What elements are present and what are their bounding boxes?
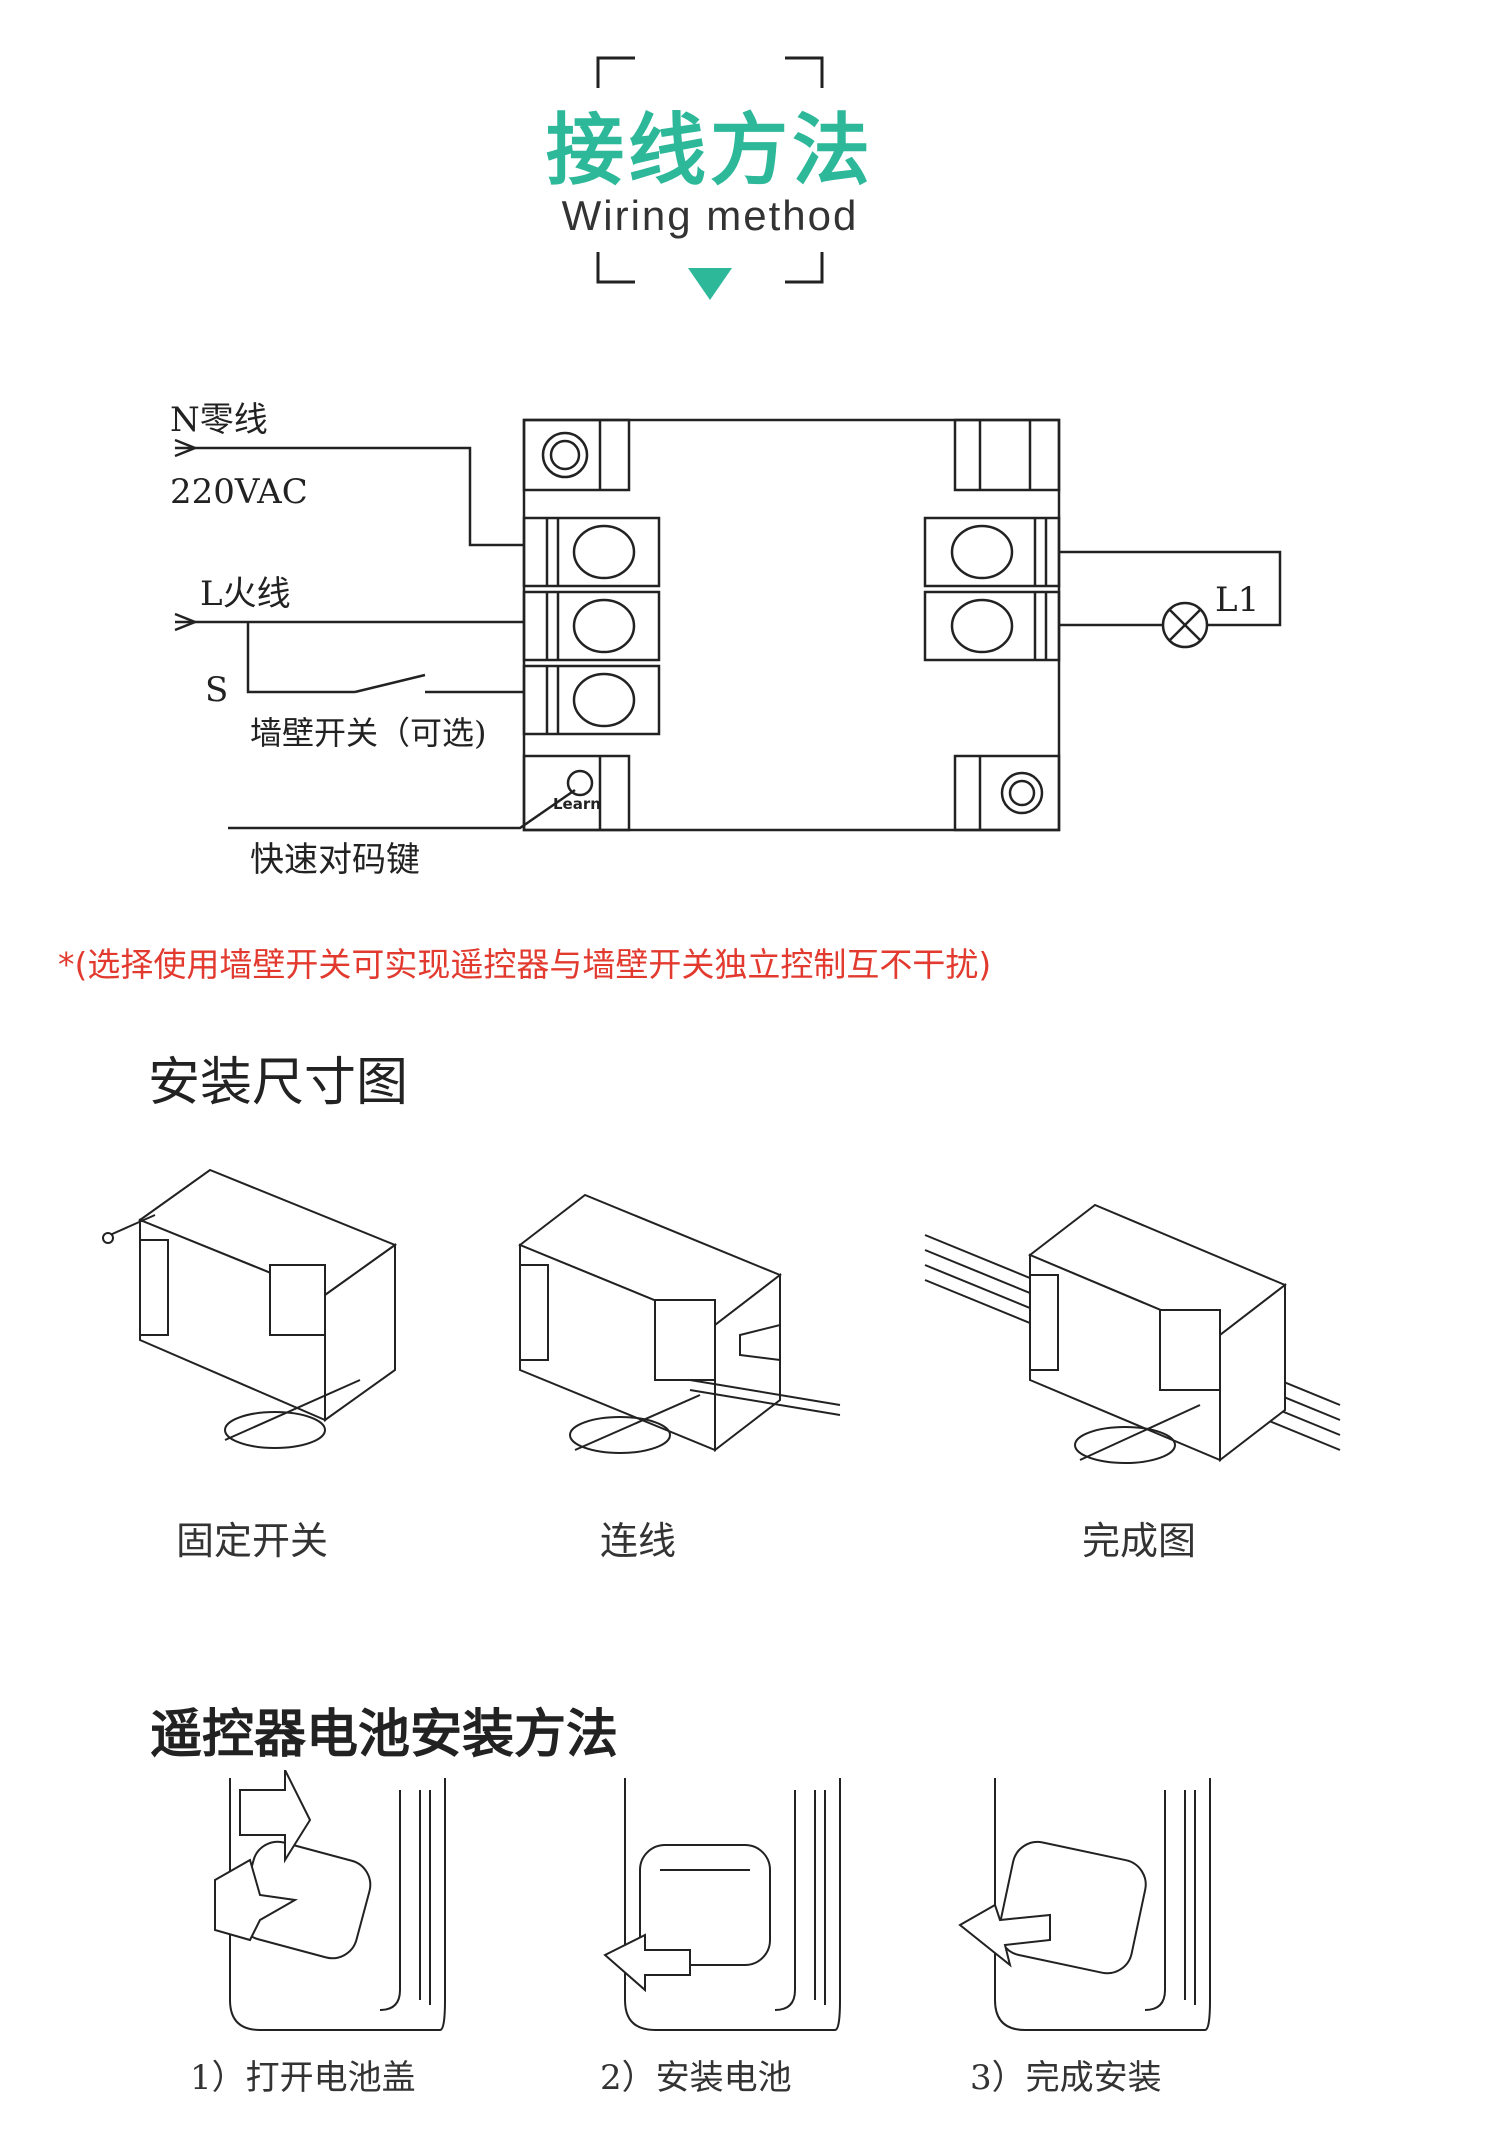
header-frame xyxy=(596,56,824,300)
install-step-1-caption: 固定开关 xyxy=(176,1519,329,1563)
battery-section-title: 遥控器电池安装方法 xyxy=(150,1704,619,1765)
wall-switch-note: *(选择使用墙壁开关可实现遥控器与墙壁开关独立控制互不干扰) xyxy=(58,945,992,984)
pairing-key-label: 快速对码键 xyxy=(250,840,420,880)
battery-step-3-caption: 3）完成安装 xyxy=(970,2058,1162,2098)
battery-step-3-image xyxy=(958,1778,1211,2031)
install-step-2-image xyxy=(518,1193,841,1454)
install-step-1-image xyxy=(102,1168,398,1449)
neutral-wire-label: N零线 xyxy=(170,400,268,440)
install-section-title: 安装尺寸图 xyxy=(148,1053,409,1113)
battery-illustrations xyxy=(214,1770,1211,2031)
voltage-label: 220VAC xyxy=(170,472,308,512)
learn-label: Learn xyxy=(553,795,601,813)
install-step-2-caption: 连线 xyxy=(600,1519,677,1563)
battery-step-2-image xyxy=(603,1778,841,2031)
battery-step-2-caption: 2）安装电池 xyxy=(600,2058,792,2098)
wall-switch-label: 墙壁开关（可选) xyxy=(250,714,487,752)
load-label: L1 xyxy=(1215,580,1260,620)
battery-step-1-caption: 1）打开电池盖 xyxy=(190,2058,416,2098)
battery-step-1-image xyxy=(214,1770,446,2031)
page-title: 接线方法 xyxy=(545,106,874,196)
install-step-3-caption: 完成图 xyxy=(1082,1519,1197,1563)
install-step-3-image xyxy=(924,1203,1341,1464)
triangle-down-icon xyxy=(688,268,732,300)
switch-symbol-label: S xyxy=(205,670,229,710)
live-wire-label: L火线 xyxy=(200,574,291,614)
install-illustrations xyxy=(102,1168,1341,1464)
page-subtitle: Wiring method xyxy=(561,192,859,239)
wiring-diagram xyxy=(174,418,1282,832)
